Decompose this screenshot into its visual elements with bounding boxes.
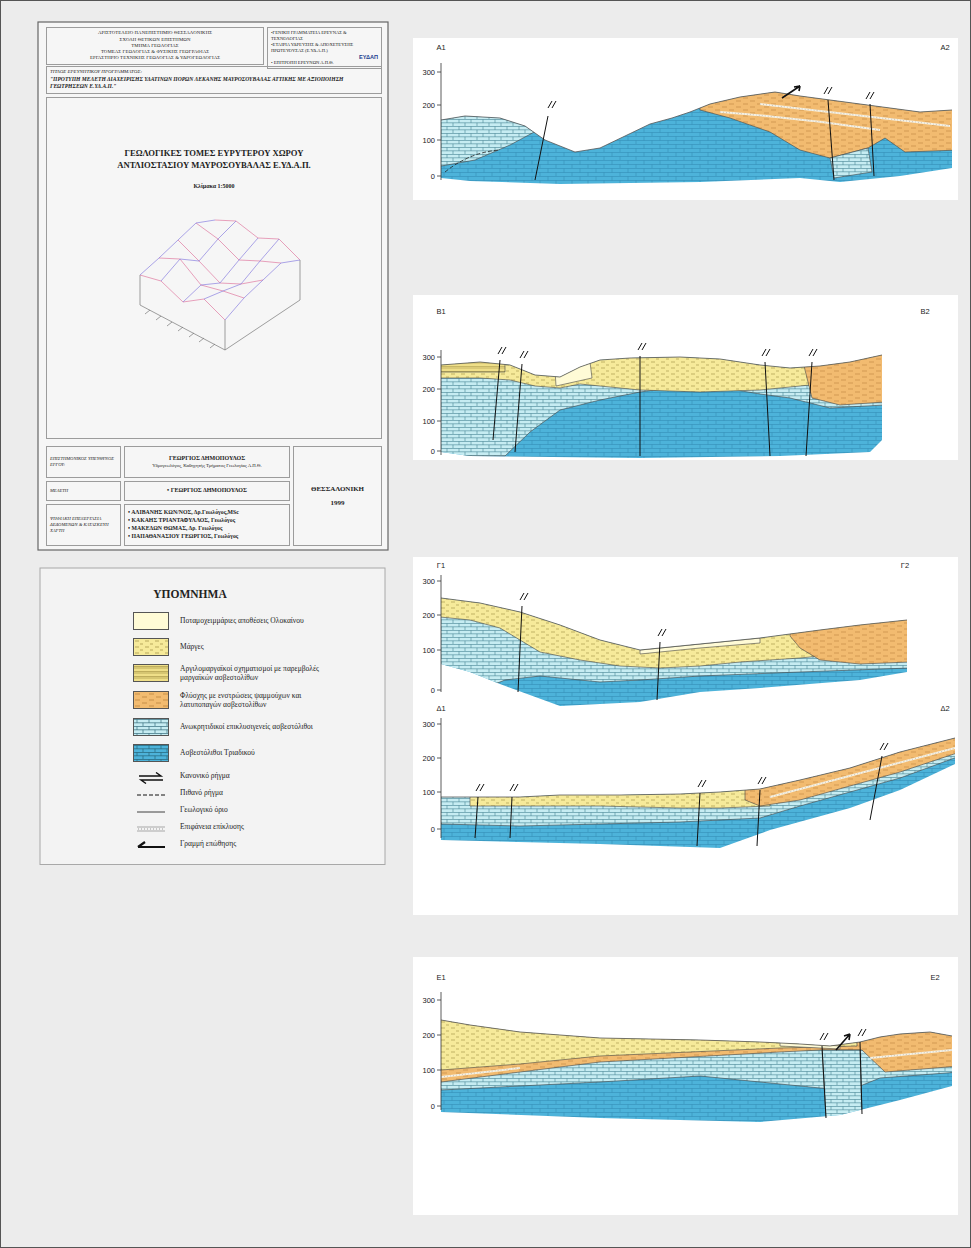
axis-tick-label: 0	[431, 1102, 435, 1111]
section-end-label: Δ2	[940, 704, 949, 713]
box-text: • ΚΑΚΑΗΣ ΤΡΙΑΝΤΑΦΥΛΛΟΣ, Γεωλόγος	[128, 517, 286, 525]
boundary-symbol	[135, 804, 167, 822]
axis-tick-label: 100	[422, 1066, 435, 1075]
box-text: • ΓΕΩΡΓΙΟΣ ΔΗΜΟΠΟΥΛΟΣ	[128, 487, 286, 495]
axis-tick-label: 0	[431, 447, 435, 456]
legend-text: Επιφάνεια επίκλυσης	[180, 822, 330, 831]
axis-tick-label: 100	[422, 646, 435, 655]
box-text: ΘΕΣΣΑΛΟΝΙΚΗ	[297, 482, 378, 496]
thrust-symbol	[135, 838, 167, 856]
role-label: ΜΕΛΕΤΗ	[46, 481, 121, 501]
box-text: ΤΜΗΜΑ ΓΕΩΛΟΓΙΑΣ	[50, 43, 260, 49]
map-title: ΓΕΩΛΟΓΙΚΕΣ ΤΟΜΕΣ ΕΥΡΥΤΕΡΟΥ ΧΩΡΟΥ ΑΝΤΛΙΟΣ…	[90, 148, 338, 171]
axis-tick-label: 100	[422, 417, 435, 426]
section-end-label: Β2	[920, 307, 929, 316]
role-label: ΕΠΙΣΤΗΜΟΝΙΚΟΣ ΥΠΕΥΘΥΝΟΣ ΕΡΓΟΥ:	[46, 446, 121, 478]
box-text: ΑΡΙΣΤΟΤΕΛΕΙΟ ΠΑΝΕΠΙΣΤΗΜΙΟ ΘΕΣΣΑΛΟΝΙΚΗΣ	[50, 30, 260, 36]
axis-tick-label: 0	[431, 825, 435, 834]
responsible-box: ΓΕΩΡΓΙΟΣ ΔΗΜΟΠΟΥΛΟΣΥδρογεωλόγος, Καθηγητ…	[124, 446, 290, 478]
section-end-label: Γ2	[901, 561, 909, 570]
normal-fault-symbol	[135, 770, 167, 788]
sponsor-box: •ΓΕΝΙΚΗ ΓΡΑΜΜΑΤΕΙΑ ΕΡΕΥΝΑΣ & ΤΕΧΝΟΛΟΓΙΑΣ…	[267, 27, 382, 69]
box-text: 1999	[297, 496, 378, 510]
box-text: •ΕΤΑΙΡΙΑ ΥΔΡΕΥΣΗΣ & ΑΠΟΧΕΤΕΥΣΗΣ ΠΡΩΤΕΥΟΥ…	[271, 42, 378, 54]
section-end-label: Γ1	[437, 561, 445, 570]
box-text: ΜΕΛΕΤΗ	[50, 488, 117, 494]
box-text: •ΓΕΝΙΚΗ ΓΡΑΜΜΑΤΕΙΑ ΕΡΕΥΝΑΣ & ΤΕΧΝΟΛΟΓΙΑΣ	[271, 30, 378, 42]
legend-swatch	[133, 691, 169, 709]
axis-tick-label: 200	[422, 101, 435, 110]
axis-tick-label: 300	[422, 720, 435, 729]
axis-tick-label: 300	[422, 353, 435, 362]
axis-tick-label: 0	[431, 172, 435, 181]
axis-tick-label: 100	[422, 136, 435, 145]
box-text: ΤΙΤΛΟΣ ΕΡΕΥΝΗΤΙΚΟΥ ΠΡΟΓΡΑΜΜΑΤΟΣ:	[50, 69, 378, 76]
role-label: ΨΗΦΙΑΚΗ ΕΠΕΞΕΡΓΑΣΙΑ ΔΕΔΟΜΕΝΩΝ & ΚΑΤΑΣΚΕΥ…	[46, 504, 121, 546]
box-text: ΤΟΜΕΑΣ ΓΕΩΛΟΓΙΑΣ & ΦΥΣΙΚΗΣ ΓΕΩΓΡΑΦΙΑΣ	[50, 49, 260, 55]
legend-swatch	[133, 664, 169, 682]
axis-tick-label: 300	[422, 996, 435, 1005]
map-title-box: ΓΕΩΛΟΓΙΚΕΣ ΤΟΜΕΣ ΕΥΡΥΤΕΡΟΥ ΧΩΡΟΥ ΑΝΤΛΙΟΣ…	[46, 97, 382, 439]
box-text: ΓΕΩΡΓΙΟΣ ΔΗΜΟΠΟΥΛΟΣ	[128, 455, 286, 463]
box-text: Υδρογεωλόγος, Καθηγητής Τμήματος Γεωλογί…	[128, 463, 286, 469]
legend-text: Φλύσχης με ενστρώσεις ψαμμούχων και λατυ…	[180, 691, 330, 710]
axis-tick-label: 300	[422, 577, 435, 586]
axis-tick-label: 200	[422, 385, 435, 394]
section-end-label: Ε1	[436, 973, 445, 982]
legend-swatch	[133, 612, 169, 630]
study-box: • ΓΕΩΡΓΙΟΣ ΔΗΜΟΠΟΥΛΟΣ	[124, 481, 290, 501]
legend-heading: ΥΠΟΜΝΗΜΑ	[153, 588, 226, 600]
team-box: • ΑΛΙΒΑΝΗΣ ΚΩΝ/ΝΟΣ, Δρ.Γεωλόγος,MSc• ΚΑΚ…	[124, 504, 290, 546]
box-text: Κλίμακα 1:5000	[50, 183, 378, 189]
legend-text: Κανονικό ρήγμα	[180, 771, 330, 780]
legend-swatch	[133, 638, 169, 656]
axis-tick-label: 0	[431, 686, 435, 695]
box-text: • ΑΛΙΒΑΝΗΣ ΚΩΝ/ΝΟΣ, Δρ.Γεωλόγος,MSc	[128, 509, 286, 517]
legend-text: Ασβεστόλιθοι Τριαδικού	[180, 748, 330, 757]
program-title-box: ΤΙΤΛΟΣ ΕΡΕΥΝΗΤΙΚΟΥ ΠΡΟΓΡΑΜΜΑΤΟΣ:"ΠΡΟΤΥΠΗ…	[46, 66, 382, 94]
axis-tick-label: 100	[422, 788, 435, 797]
section-end-label: Α2	[940, 43, 949, 52]
legend-text: Γεωλογικό όριο	[180, 805, 330, 814]
probable-fault-symbol	[135, 787, 167, 805]
legend-text: Αργιλομαργαϊκοί σχηματισμοί με παρεμβολέ…	[180, 664, 330, 683]
legend-swatch	[133, 718, 169, 736]
place-date-box: ΘΕΣΣΑΛΟΝΙΚΗ1999	[293, 446, 382, 546]
box-text: ΕΡΓΑΣΤΗΡΙΟ ΤΕΧΝΙΚΗΣ ΓΕΩΛΟΓΙΑΣ & ΥΔΡΟΓΕΩΛ…	[50, 55, 260, 61]
transgression-symbol	[135, 821, 167, 839]
box-text: ΣΧΟΛΗ ΘΕΤΙΚΩΝ ΕΠΙΣΤΗΜΩΝ	[50, 37, 260, 43]
institution-box: ΑΡΙΣΤΟΤΕΛΕΙΟ ΠΑΝΕΠΙΣΤΗΜΙΟ ΘΕΣΣΑΛΟΝΙΚΗΣΣΧ…	[46, 27, 264, 65]
section-end-label: Δ1	[436, 704, 445, 713]
box-text: ΨΗΦΙΑΚΗ ΕΠΕΞΕΡΓΑΣΙΑ ΔΕΔΟΜΕΝΩΝ & ΚΑΤΑΣΚΕΥ…	[50, 516, 117, 533]
legend-swatch	[133, 744, 169, 762]
axis-tick-label: 300	[422, 68, 435, 77]
axis-tick-label: 200	[422, 1031, 435, 1040]
legend-text: Γραμμή επώθησης	[180, 839, 330, 848]
legend-text: Ποταμοχειμμάριες αποθέσεις Ολοκαίνου	[180, 616, 330, 625]
legend-text: Πιθανό ρήγμα	[180, 788, 330, 797]
section-end-label: Α1	[436, 43, 445, 52]
box-text: ΕΠΙΣΤΗΜΟΝΙΚΟΣ ΥΠΕΥΘΥΝΟΣ ΕΡΓΟΥ:	[50, 456, 117, 467]
section-end-label: Ε2	[930, 973, 939, 982]
legend-text: Μάργες	[180, 642, 330, 651]
section-end-label: Β1	[436, 307, 445, 316]
axis-tick-label: 200	[422, 611, 435, 620]
legend-text: Ανωκρητιδικοί επικλυσιγενείς ασβεστόλιθο…	[180, 722, 330, 731]
box-text: "ΠΡΟΤΥΠΗ ΜΕΛΕΤΗ ΔΙΑΧΕΙΡΙΣΗΣ ΥΔΑΤΙΝΩΝ ΠΟΡ…	[50, 76, 378, 91]
logo-text: ΕΥΔΑΠ	[271, 54, 378, 60]
box-text: • ΠΑΠΑΘΑΝΑΣΙΟΥ ΓΕΩΡΓΙΟΣ, Γεωλόγος	[128, 533, 286, 541]
axis-tick-label: 200	[422, 754, 435, 763]
box-text: • ΜΑΚΕΔΩΝ ΘΩΜΑΣ, Δρ. Γεωλόγος	[128, 525, 286, 533]
